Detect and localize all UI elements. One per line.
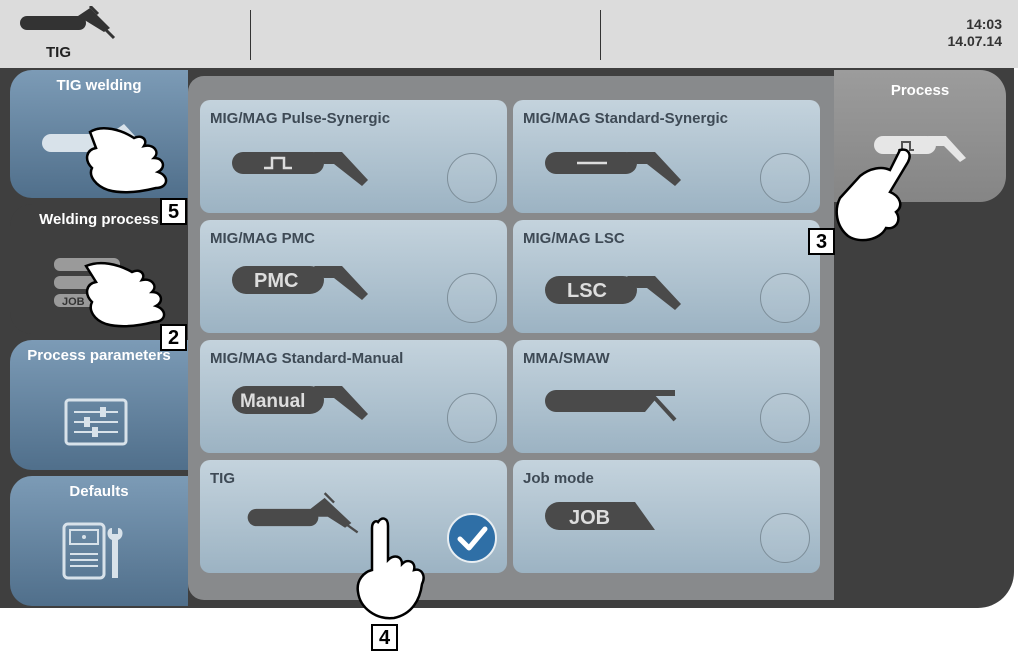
datetime-display: 14:03 14.07.14 xyxy=(948,16,1003,50)
process-card-tig[interactable]: TIG xyxy=(200,460,507,573)
card-title: Job mode xyxy=(523,470,594,487)
card-title: MIG/MAG PMC xyxy=(210,230,315,247)
standard-torch-icon xyxy=(545,152,681,186)
electrode-holder-icon xyxy=(545,390,677,422)
date-value: 14.07.14 xyxy=(947,33,1003,49)
job-icon-text: JOB xyxy=(62,296,85,308)
pmc-torch-icon: PMC xyxy=(232,266,368,300)
nav-tab-label: Defaults xyxy=(69,483,129,500)
select-radio[interactable] xyxy=(760,513,810,563)
status-bar: TIG 14:03 14.07.14 xyxy=(0,0,1018,68)
tig-torch-icon xyxy=(247,492,359,534)
icon-label: PMC xyxy=(254,270,298,292)
card-title: MMA/SMAW xyxy=(523,350,610,367)
nav-tab-label: Process parameters xyxy=(27,347,171,364)
process-card-mig-mag-pmc[interactable]: MIG/MAG PMC PMC xyxy=(200,220,507,333)
nav-tab-label: TIG welding xyxy=(56,77,142,94)
tig-torch-icon xyxy=(20,6,116,40)
pointing-hand-icon xyxy=(835,148,911,242)
header-divider xyxy=(600,10,601,60)
select-radio[interactable] xyxy=(760,393,810,443)
lsc-torch-icon: LSC xyxy=(545,276,681,310)
pointing-hand-icon xyxy=(84,261,166,328)
card-title: TIG xyxy=(210,470,235,487)
card-title: MIG/MAG Standard-Manual xyxy=(210,350,404,367)
current-mode-label: TIG xyxy=(46,44,71,61)
select-radio[interactable] xyxy=(760,273,810,323)
process-card-mig-mag-standard-manual[interactable]: MIG/MAG Standard-Manual Manual xyxy=(200,340,507,453)
callout-marker: 3 xyxy=(808,228,835,255)
process-card-mig-mag-standard-synergic[interactable]: MIG/MAG Standard-Synergic xyxy=(513,100,820,213)
sliders-icon xyxy=(64,398,128,446)
card-title: MIG/MAG Pulse-Synergic xyxy=(210,110,391,127)
process-torch-icon xyxy=(874,136,966,162)
select-radio[interactable] xyxy=(447,153,497,203)
header-divider xyxy=(250,10,251,60)
process-card-job-mode[interactable]: Job mode JOB xyxy=(513,460,820,573)
nav-tab-label: Welding process xyxy=(39,211,159,228)
process-card-mig-mag-lsc[interactable]: MIG/MAG LSC LSC xyxy=(513,220,820,333)
nav-tab-process-parameters[interactable]: Process parameters xyxy=(10,340,188,470)
selected-check-icon[interactable] xyxy=(447,513,497,563)
select-radio[interactable] xyxy=(447,393,497,443)
callout-marker: 2 xyxy=(160,324,187,351)
power-source-settings-icon xyxy=(62,522,123,580)
callout-marker: 4 xyxy=(371,624,398,651)
job-icon: JOB xyxy=(545,502,655,530)
icon-label: LSC xyxy=(567,280,607,302)
time-value: 14:03 xyxy=(966,16,1002,32)
process-card-mma-smaw[interactable]: MMA/SMAW xyxy=(513,340,820,453)
process-card-mig-mag-pulse-synergic[interactable]: MIG/MAG Pulse-Synergic xyxy=(200,100,507,213)
pulse-torch-icon xyxy=(232,152,368,186)
process-panel-label: Process xyxy=(890,82,950,99)
callout-marker: 5 xyxy=(160,198,187,225)
icon-label: Manual xyxy=(240,391,305,412)
select-radio[interactable] xyxy=(447,273,497,323)
manual-torch-icon: Manual xyxy=(232,386,368,420)
nav-tab-defaults[interactable]: Defaults xyxy=(10,476,188,606)
card-title: MIG/MAG LSC xyxy=(523,230,625,247)
select-radio[interactable] xyxy=(760,153,810,203)
card-title: MIG/MAG Standard-Synergic xyxy=(523,110,729,127)
icon-label: JOB xyxy=(569,507,610,529)
process-selection-panel: MIG/MAG Pulse-Synergic MIG/MAG Standard-… xyxy=(188,76,834,600)
pointing-hand-icon xyxy=(356,517,425,620)
pointing-hand-icon xyxy=(85,127,168,194)
